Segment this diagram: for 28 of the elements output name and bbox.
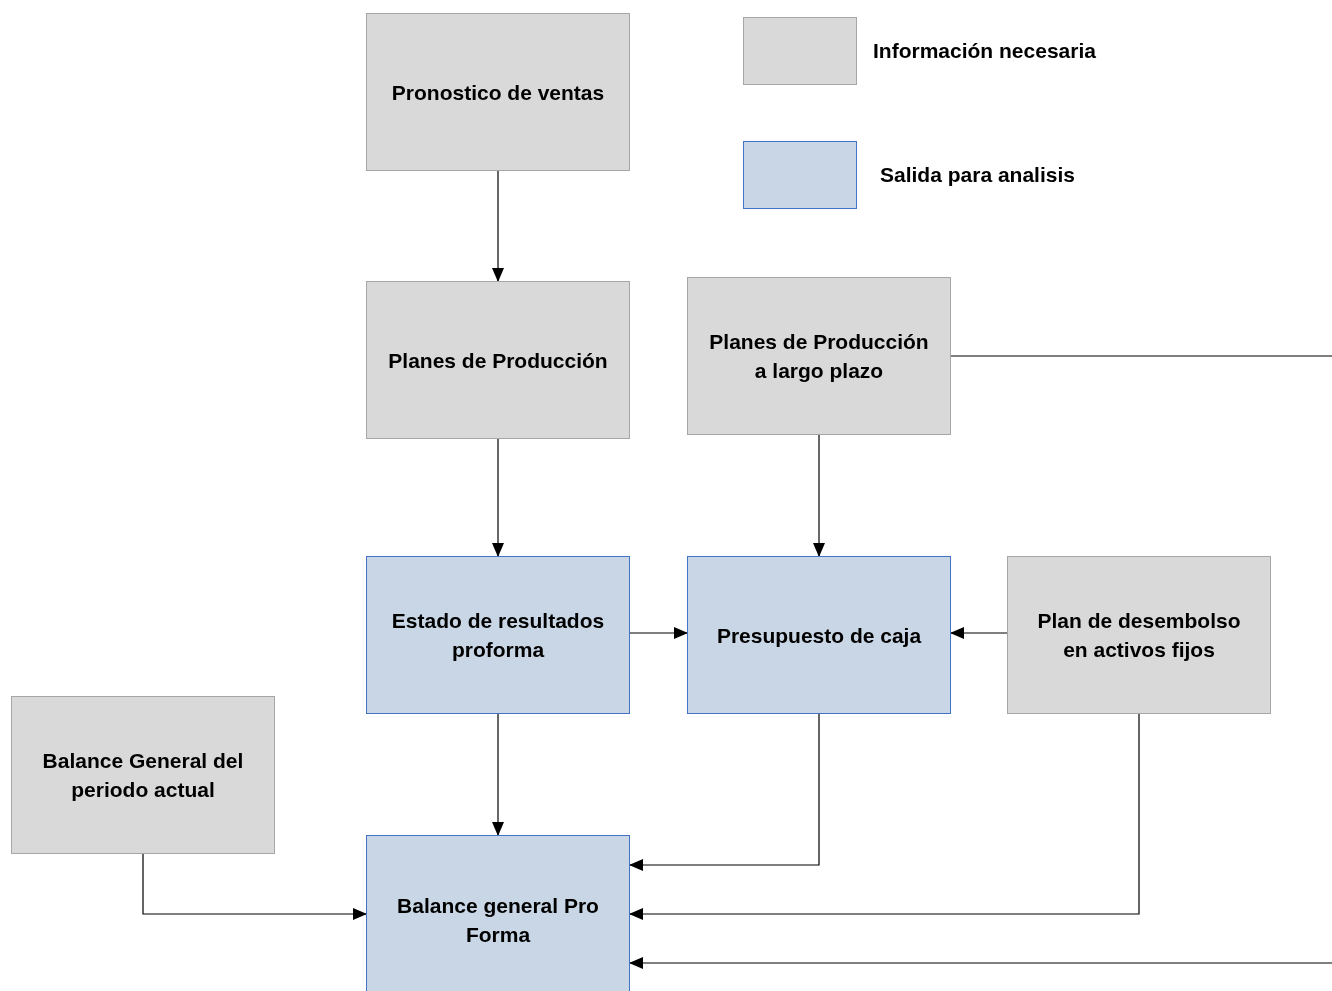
box-label: Balance general Pro Forma [396,893,600,948]
box-label: Pronostico de ventas [391,79,605,106]
arrow [492,170,504,282]
process-box [687,556,951,714]
box-label: Planes de Producción a largo plazo [708,329,930,384]
arrow [813,434,825,557]
arrow [629,627,688,639]
arrow [629,355,1332,969]
process-box [11,696,275,854]
arrow [142,853,367,920]
process-box [366,281,630,439]
process-box [366,13,630,171]
legend-label: Salida para analisis [880,163,1075,187]
process-box [366,835,630,991]
box-label: Balance General del periodo actual [41,748,245,803]
process-box [1007,556,1271,714]
box-label: Estado de resultados proforma [390,608,606,663]
box-label: Presupuesto de caja [716,622,922,649]
arrow [492,438,504,557]
legend-label: Información necesaria [873,39,1096,63]
process-box [366,556,630,714]
box-label: Planes de Producción [388,347,608,374]
box-label: Plan de desembolso en activos fijos [1036,608,1242,663]
arrow [492,713,504,836]
arrow [950,627,1008,639]
arrow [629,713,1140,920]
process-box [687,277,951,435]
arrow [629,713,820,871]
